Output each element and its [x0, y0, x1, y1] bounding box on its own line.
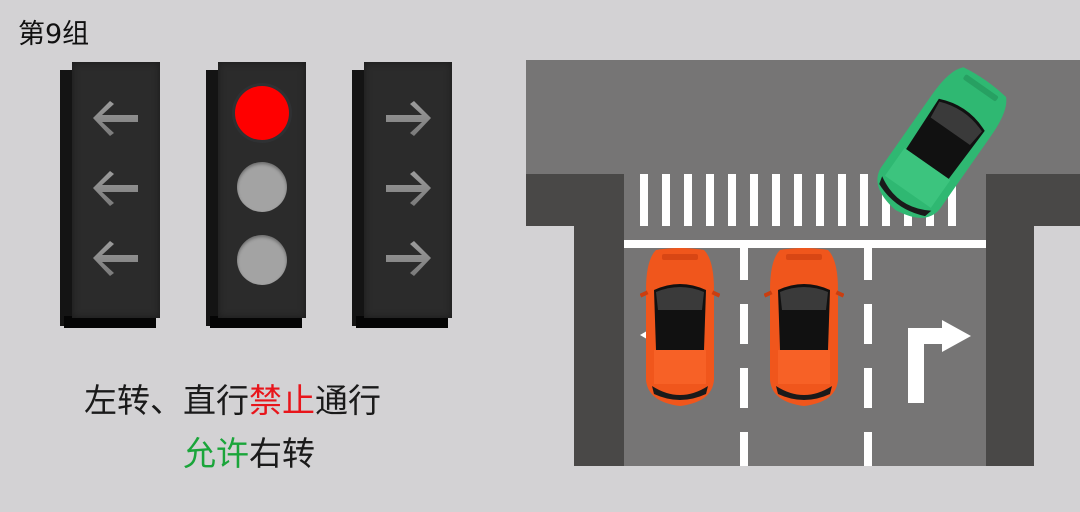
- stop-line: [624, 240, 986, 248]
- orange-car-straight-lane: [764, 248, 844, 406]
- right-turn-road-arrow-icon: [908, 320, 971, 403]
- green-car-turning-right: [877, 67, 1007, 218]
- left-turn-signal: [60, 62, 160, 328]
- caption-prohibited: 禁止: [249, 381, 315, 420]
- caption-line-2: 允许右转: [183, 427, 315, 475]
- caption-pass: 通行: [315, 381, 381, 420]
- left-arrow-icons: [93, 101, 138, 276]
- orange-car-left-lane: [640, 248, 720, 406]
- sidewalk-left-top: [526, 174, 624, 226]
- caption-line-1: 左转、直行禁止通行: [84, 374, 381, 422]
- caption-right-turn: 右转: [249, 434, 315, 473]
- right-arrow-icons: [386, 101, 431, 276]
- green-lamp-unlit: [237, 235, 287, 285]
- group-title: 第9组: [18, 19, 90, 50]
- red-lamp: [235, 86, 289, 140]
- right-turn-signal: [352, 62, 452, 328]
- sidewalk-right-top: [986, 174, 1080, 226]
- yellow-lamp-unlit: [237, 162, 287, 212]
- round-signal: [206, 62, 306, 328]
- sidewalk-right: [986, 226, 1034, 466]
- caption-turn-straight: 左转、直行: [84, 381, 249, 420]
- caption-allowed: 允许: [183, 434, 249, 473]
- sidewalk-left: [574, 226, 624, 466]
